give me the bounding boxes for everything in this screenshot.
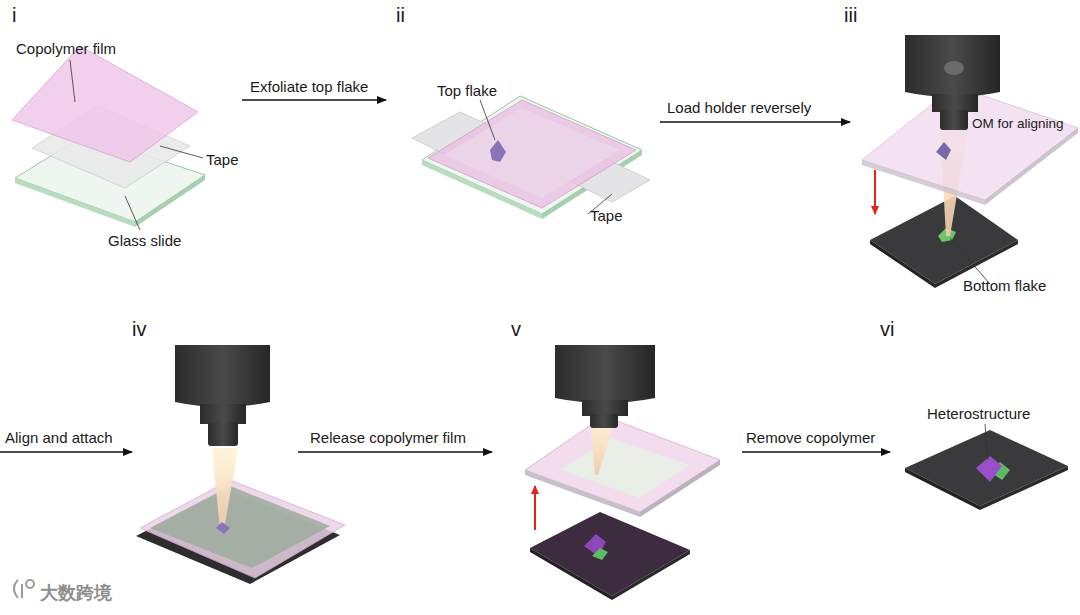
step-arrow: [0, 451, 132, 453]
panel-number: i: [12, 4, 16, 27]
part-label: Bottom flake: [963, 277, 1046, 294]
panel-v-setup: [525, 345, 720, 600]
panel-number: iii: [844, 4, 857, 27]
step-arrow: [298, 451, 492, 453]
part-label: Tape: [590, 207, 623, 224]
watermark: 大数跨境: [40, 583, 112, 604]
watermark-logo: [14, 580, 34, 598]
panel-i-stack: [12, 46, 205, 230]
panel-number: iv: [132, 318, 146, 341]
step-label: Load holder reversely: [667, 99, 811, 116]
step-arrow: [242, 99, 386, 101]
panel-number: ii: [396, 4, 405, 27]
panel-ii-slide: [412, 96, 650, 219]
step-label: Release copolymer film: [310, 429, 466, 446]
step-arrow: [742, 451, 890, 453]
step-label: Remove copolymer: [746, 429, 875, 446]
panel-vi-substrate: [905, 424, 1068, 510]
part-label: Tape: [206, 151, 239, 168]
panel-number: vi: [880, 318, 894, 341]
part-label: Copolymer film: [16, 40, 116, 57]
step-arrow: [660, 121, 850, 123]
part-label: Heterostructure: [927, 405, 1030, 422]
part-label: OM for aligning: [972, 116, 1064, 132]
step-label: Exfoliate top flake: [250, 78, 368, 95]
step-label: Align and attach: [5, 429, 113, 446]
panel-iii-setup: [862, 35, 1078, 288]
part-label: Glass slide: [108, 232, 181, 249]
panel-iv-setup: [136, 345, 345, 584]
panel-number: v: [511, 318, 521, 341]
part-label: Top flake: [437, 82, 497, 99]
